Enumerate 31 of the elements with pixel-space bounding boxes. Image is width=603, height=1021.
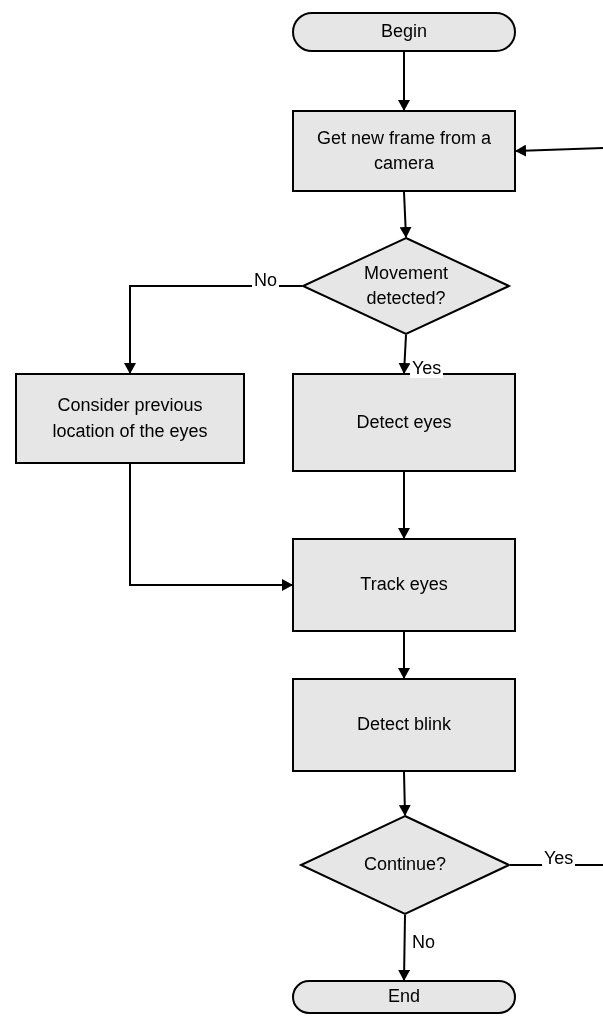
arrow (124, 285, 303, 374)
edge-label: No (252, 270, 279, 290)
edge-label: Yes (410, 358, 444, 378)
arrow (398, 51, 410, 111)
arrow (398, 471, 410, 539)
process-box (292, 373, 516, 472)
node-label: Continue? (363, 853, 447, 877)
arrow (398, 914, 411, 981)
node-label: Get new frame from a camera (315, 126, 493, 175)
arrow (398, 631, 410, 679)
process-box (292, 538, 516, 632)
process-box (15, 373, 245, 464)
arrow (398, 334, 411, 374)
decision-diamond (302, 237, 510, 335)
process-box (292, 678, 516, 772)
arrow (398, 771, 411, 816)
arrow (129, 463, 293, 591)
edge-label: Yes (542, 848, 576, 868)
node-label: Track eyes (360, 573, 448, 597)
node-label: Detect eyes (356, 410, 452, 434)
arrow (515, 144, 603, 157)
terminator-pill (292, 980, 516, 1014)
arrow (399, 191, 412, 238)
decision-diamond (300, 815, 510, 915)
node-label: Begin (380, 20, 427, 44)
node-label: Consider previous location of the eyes (51, 394, 209, 443)
process-box (292, 110, 516, 192)
node-label: Detect blink (356, 713, 451, 737)
terminator-pill (292, 12, 516, 52)
node-label: Movement detected? (362, 261, 449, 310)
node-label: End (388, 985, 420, 1009)
